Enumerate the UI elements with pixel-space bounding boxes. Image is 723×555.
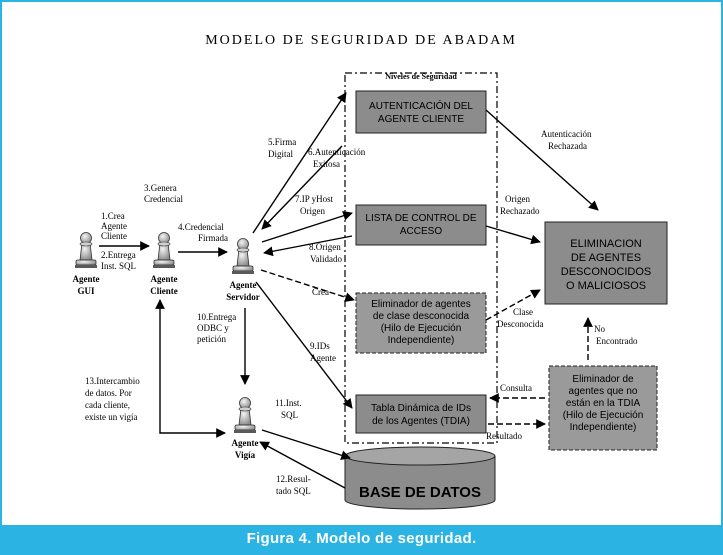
- label-credencial-firmada-1: 4.Credencial: [178, 222, 224, 232]
- label-origen-validado-2: Validado: [310, 254, 342, 264]
- label-consulta: Consulta: [500, 383, 532, 393]
- diagram-title: MODELO DE SEGURIDAD DE ABADAM: [205, 33, 517, 48]
- label-intercambio-4: existe un vigía: [85, 412, 138, 422]
- elimination-line-3: DESCONOCIDOS: [561, 266, 651, 278]
- elimination-line-4: O MALICIOSOS: [566, 280, 646, 292]
- agent-gui-label-2: GUI: [77, 286, 95, 296]
- label-crea-agente-2: Agente: [101, 221, 127, 231]
- label-origen-rechazado-2: Rechazado: [500, 206, 540, 216]
- security-levels-container: [344, 72, 498, 444]
- label-genera-credencial-1: 3.Genera: [144, 183, 177, 193]
- label-intercambio-2: de datos. Por: [85, 388, 132, 398]
- label-credencial-firmada-2: Firmada: [198, 233, 228, 243]
- label-crea-agente-1: 1.Crea: [101, 211, 125, 221]
- agent-client-label-1: Agente: [151, 274, 178, 284]
- label-origen-rechazado-1: Origen: [505, 194, 530, 204]
- agent-server-pawn-icon: [231, 238, 255, 275]
- tdia-box: Tabla Dinámica de IDs de los Agentes (TD…: [355, 394, 487, 434]
- label-entrega-sql-1: 2.Entrega: [101, 250, 136, 260]
- label-entrega-odbc-3: petición: [197, 334, 226, 344]
- tdia-line-2: de los Agentes (TDIA): [372, 416, 470, 427]
- label-resultado-sql-2: tado SQL: [276, 486, 311, 496]
- connector-arrows: [99, 92, 599, 489]
- auth-box: AUTENTICACIÓN DEL AGENTE CLIENTE: [355, 90, 487, 134]
- tdia-eliminator-box: Eliminador de agentes que no están en la…: [548, 365, 658, 451]
- elimination-box: ELIMINACION DE AGENTES DESCONOCIDOS O MA…: [544, 221, 668, 305]
- tdia-elim-line-4: (Hilo de Ejecución: [563, 410, 644, 421]
- label-auth-rechazada-1: Autenticación: [541, 129, 592, 139]
- agent-watch-pawn-icon: [233, 397, 257, 434]
- auth-box-line-1: AUTENTICACIÓN DEL: [369, 99, 473, 112]
- label-ids-agente-1: 9.IDs: [310, 341, 330, 351]
- agent-gui-label-1: Agente: [73, 274, 100, 284]
- flow-labels: 1.Crea Agente Cliente 2.Entrega Inst. SQ…: [85, 129, 638, 496]
- access-list-line-2: ACCESO: [400, 226, 442, 237]
- label-ip-host-1: 7.IP yHost: [295, 194, 334, 204]
- label-inst-sql-1: 11.Inst.: [275, 398, 302, 408]
- label-firma-digital-2: Digital: [268, 149, 293, 159]
- tdia-elim-line-2: agentes que no: [569, 386, 638, 397]
- tdia-elim-line-3: están en la TDIA: [566, 398, 641, 409]
- label-entrega-odbc-1: 10.Entrega: [197, 312, 236, 322]
- label-inst-sql-2: SQL: [281, 410, 298, 420]
- agent-watch-label-1: Agente: [232, 438, 259, 448]
- label-no-encontrado-2: Encontrado: [596, 336, 638, 346]
- label-intercambio-1: 13.Intercambio: [85, 376, 140, 386]
- unknown-class-line-3: (Hilo de Ejecución: [381, 323, 462, 334]
- elimination-line-1: ELIMINACION: [570, 238, 642, 250]
- label-auth-exitosa-1: 6.Autenticación: [308, 147, 366, 157]
- agent-server-label-1: Agente: [230, 280, 257, 290]
- agent-gui-pawn-icon: [74, 232, 98, 269]
- tdia-line-1: Tabla Dinámica de IDs: [371, 403, 471, 414]
- label-ids-agente-2: Agente: [310, 353, 336, 363]
- agent-server-label-2: Servidor: [226, 292, 260, 302]
- label-origen-validado-1: 8.Origen: [309, 242, 341, 252]
- security-levels-label: Niveles de Seguridad: [385, 72, 457, 81]
- figure-caption: Figura 4. Modelo de seguridad.: [2, 525, 721, 553]
- access-list-line-1: LISTA DE CONTROL DE: [365, 213, 476, 224]
- label-resultado: Resultado: [486, 431, 522, 441]
- auth-box-line-2: AGENTE CLIENTE: [378, 114, 464, 125]
- label-ip-host-2: Origen: [300, 206, 325, 216]
- agent-watch-label-2: Vigía: [235, 450, 256, 460]
- unknown-class-line-1: Eliminador de agentes: [371, 299, 471, 310]
- unknown-class-line-2: de clase desconocida: [373, 311, 470, 322]
- label-firma-digital-1: 5.Firma: [268, 137, 296, 147]
- elimination-line-2: DE AGENTES: [571, 252, 641, 264]
- label-resultado-sql-1: 12.Resul-: [276, 474, 311, 484]
- label-auth-rechazada-2: Rechazada: [548, 141, 587, 151]
- database-label: BASE DE DATOS: [359, 484, 481, 501]
- database-cylinder: BASE DE DATOS: [344, 446, 496, 510]
- tdia-elim-line-5: Independiente): [570, 422, 637, 433]
- label-crea: Crea: [312, 287, 329, 297]
- tdia-elim-line-1: Eliminador de: [572, 374, 634, 385]
- label-no-encontrado-1: No: [594, 324, 605, 334]
- label-clase-desconocida-1: Clase: [513, 307, 533, 317]
- label-genera-credencial-2: Credencial: [144, 194, 183, 204]
- agent-client-pawn-icon: [152, 232, 176, 269]
- label-clase-desconocida-2: Desconocida: [497, 319, 543, 329]
- access-list-box: LISTA DE CONTROL DE ACCESO: [355, 204, 487, 246]
- label-crea-agente-3: Cliente: [101, 231, 127, 241]
- label-entrega-sql-2: Inst. SQL: [101, 261, 136, 271]
- label-entrega-odbc-2: ODBC y: [197, 323, 229, 333]
- unknown-class-eliminator-box: Eliminador de agentes de clase desconoci…: [355, 292, 487, 354]
- unknown-class-line-4: Independiente): [388, 335, 455, 346]
- agent-client-label-2: Cliente: [150, 286, 178, 296]
- label-auth-exitosa-2: Exitosa: [313, 159, 340, 169]
- label-intercambio-3: cada cliente,: [85, 400, 130, 410]
